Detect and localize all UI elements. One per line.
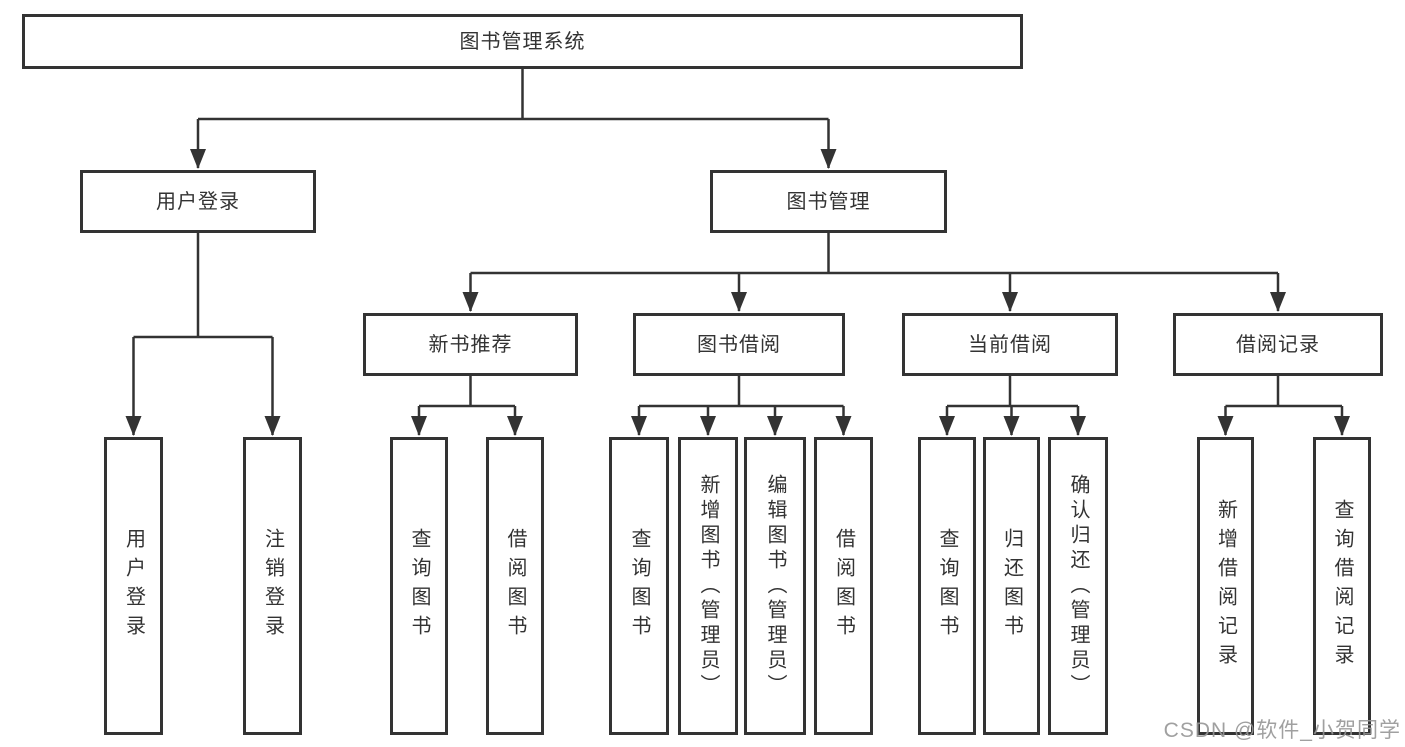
node-new-book-recommend: 新书推荐 <box>363 313 578 376</box>
leaf-borrow-books: 借阅图书 <box>814 437 873 735</box>
leaf-newbook-query-books: 查询图书 <box>390 437 448 735</box>
leaf-add-books-admin: 新增图书（管理员） <box>678 437 738 735</box>
leaf-confirm-return-admin: 确认归还（管理员） <box>1048 437 1108 735</box>
leaf-return-books: 归还图书 <box>983 437 1040 735</box>
leaf-user-login: 用户登录 <box>104 437 163 735</box>
node-book-borrow: 图书借阅 <box>633 313 845 376</box>
csdn-watermark: CSDN @软件_小贺同学 <box>1163 719 1401 742</box>
node-book-management: 图书管理 <box>710 170 947 233</box>
leaf-logout: 注销登录 <box>243 437 302 735</box>
node-current-borrow: 当前借阅 <box>902 313 1118 376</box>
leaf-query-borrow-record: 查询借阅记录 <box>1313 437 1371 735</box>
node-root: 图书管理系统 <box>22 14 1023 69</box>
leaf-add-borrow-record: 新增借阅记录 <box>1197 437 1254 735</box>
leaf-newbook-borrow-books: 借阅图书 <box>486 437 544 735</box>
node-user-login: 用户登录 <box>80 170 316 233</box>
leaf-borrow-query-books: 查询图书 <box>609 437 669 735</box>
leaf-edit-books-admin: 编辑图书（管理员） <box>744 437 806 735</box>
node-borrow-records: 借阅记录 <box>1173 313 1383 376</box>
leaf-current-query-books: 查询图书 <box>918 437 976 735</box>
